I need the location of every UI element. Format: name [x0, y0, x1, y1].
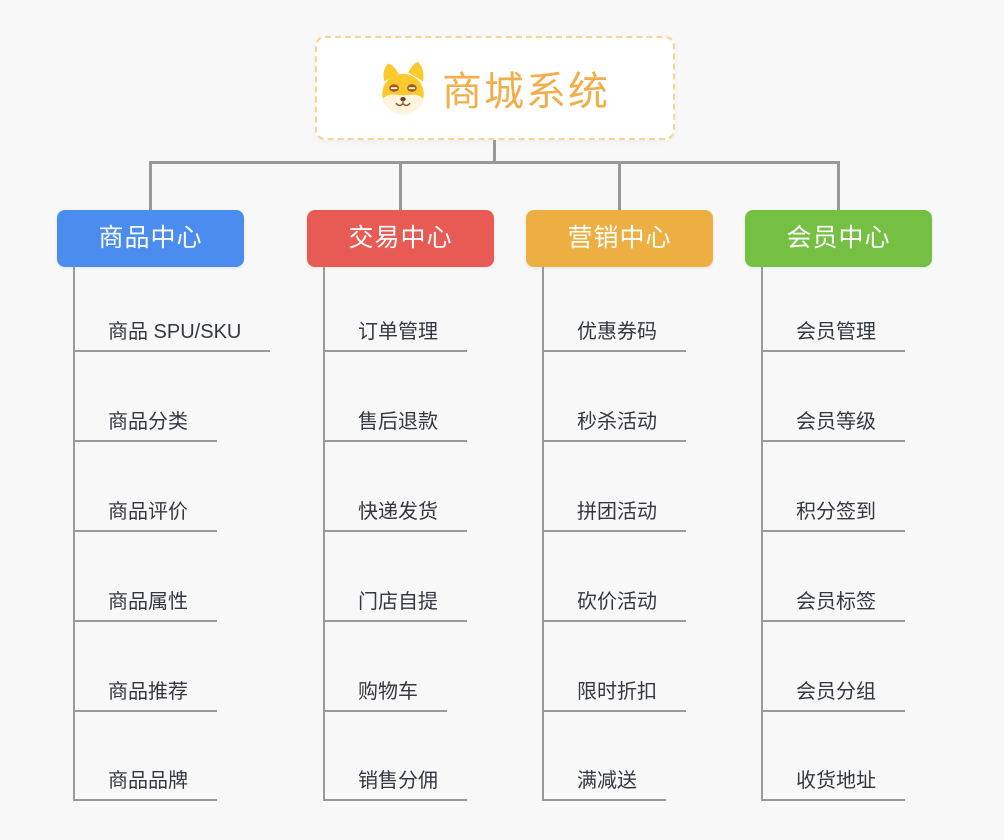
leaf-node[interactable]: 满减送 [543, 763, 666, 801]
root-title: 商城系统 [442, 70, 610, 114]
leaf-node[interactable]: 售后退款 [324, 404, 467, 442]
branch-trunk-line [761, 267, 763, 801]
branch-node[interactable]: 营销中心 [526, 210, 713, 267]
root-node[interactable]: 商城系统 [315, 36, 675, 140]
leaf-node[interactable]: 商品评价 [74, 494, 217, 532]
leaf-node[interactable]: 商品分类 [74, 404, 217, 442]
leaf-node[interactable]: 拼团活动 [543, 494, 686, 532]
leaf-node[interactable]: 砍价活动 [543, 584, 686, 622]
leaf-node[interactable]: 门店自提 [324, 584, 467, 622]
leaf-node[interactable]: 会员标签 [762, 584, 905, 622]
connector-drop-4 [837, 161, 840, 211]
branch-trunk-line [542, 267, 544, 801]
leaf-node[interactable]: 优惠券码 [543, 314, 686, 352]
branch-node[interactable]: 会员中心 [745, 210, 932, 267]
branch-node[interactable]: 交易中心 [307, 210, 494, 267]
leaf-node[interactable]: 销售分佣 [324, 763, 467, 801]
leaf-node[interactable]: 会员分组 [762, 674, 905, 712]
branch-node[interactable]: 商品中心 [57, 210, 244, 267]
connector-drop-3 [618, 161, 621, 211]
leaf-node[interactable]: 限时折扣 [543, 674, 686, 712]
connector-drop-2 [399, 161, 402, 211]
branch-trunk-line [73, 267, 75, 801]
connector-horizontal-bar [149, 161, 840, 164]
connector-drop-1 [149, 161, 152, 211]
leaf-node[interactable]: 购物车 [324, 674, 447, 712]
connector-root-drop [493, 140, 496, 163]
leaf-node[interactable]: 会员管理 [762, 314, 905, 352]
leaf-node[interactable]: 商品属性 [74, 584, 217, 622]
leaf-node[interactable]: 收货地址 [762, 763, 905, 801]
leaf-node[interactable]: 商品推荐 [74, 674, 217, 712]
leaf-node[interactable]: 快递发货 [324, 494, 467, 532]
branch-trunk-line [323, 267, 325, 801]
leaf-node[interactable]: 订单管理 [324, 314, 467, 352]
leaf-node[interactable]: 商品品牌 [74, 763, 217, 801]
shiba-dog-icon [382, 62, 424, 114]
leaf-node[interactable]: 商品 SPU/SKU [74, 314, 271, 352]
leaf-node[interactable]: 积分签到 [762, 494, 905, 532]
leaf-node[interactable]: 秒杀活动 [543, 404, 686, 442]
leaf-node[interactable]: 会员等级 [762, 404, 905, 442]
